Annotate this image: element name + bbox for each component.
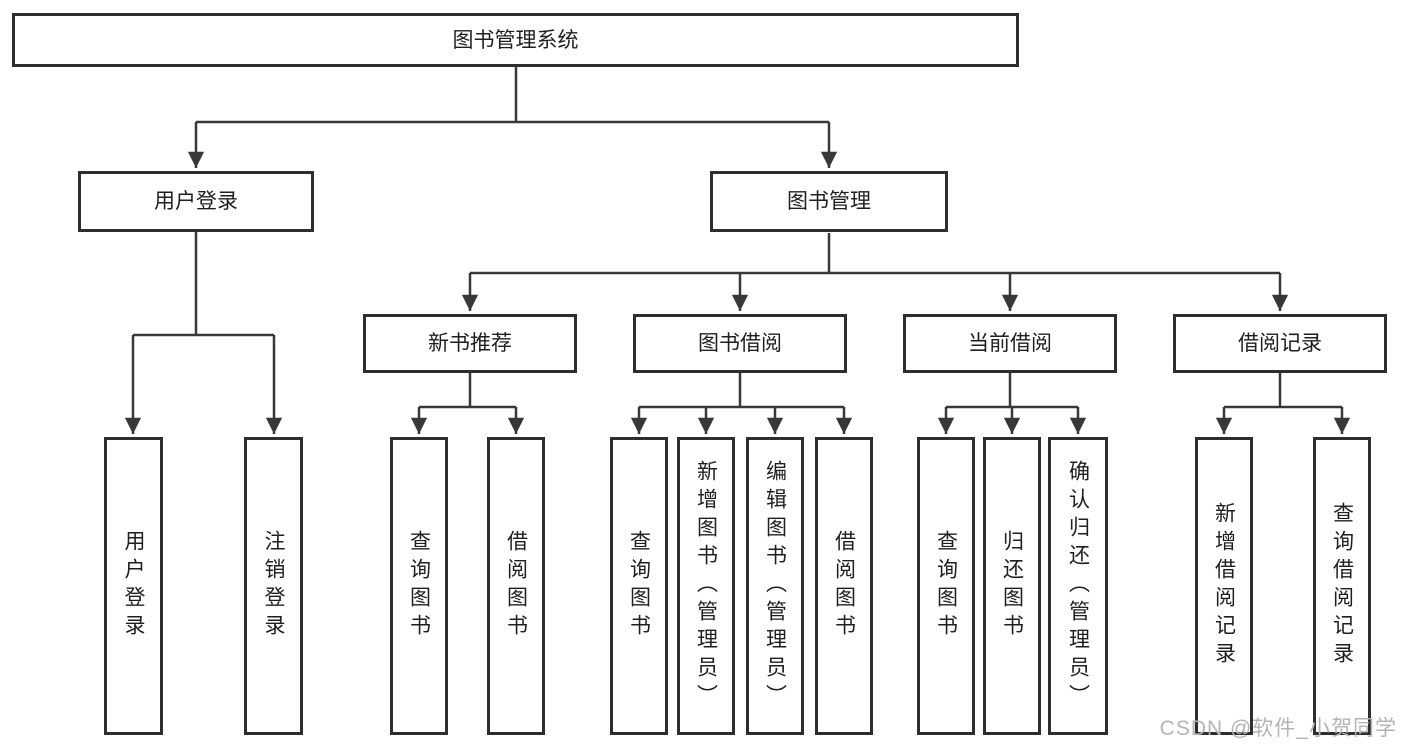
- node-label: 确认归还（管理员）: [1066, 460, 1090, 712]
- node-label: 查询图书: [407, 530, 431, 642]
- node-label: 借阅图书: [832, 530, 856, 642]
- node-label: 用户登录: [154, 190, 238, 213]
- node-library-system: 图书管理系统: [12, 13, 1019, 67]
- node-label: 用户登录: [122, 530, 145, 642]
- node-records-query-record: 查询借阅记录: [1313, 437, 1371, 735]
- node-label: 注销登录: [262, 530, 285, 642]
- node-label: 图书管理: [787, 190, 871, 213]
- node-label: 当前借阅: [968, 332, 1052, 355]
- node-label: 图书管理系统: [452, 28, 579, 52]
- node-new-book-recommend: 新书推荐: [363, 314, 577, 373]
- node-borrowing-edit-books-admin: 编辑图书（管理员）: [746, 437, 804, 735]
- node-records-add-record: 新增借阅记录: [1195, 437, 1253, 735]
- node-leaf-logout: 注销登录: [244, 437, 303, 735]
- node-label: 新书推荐: [428, 332, 512, 355]
- node-label: 查询图书: [627, 530, 651, 642]
- node-leaf-user-login: 用户登录: [104, 437, 163, 735]
- node-label: 新增图书（管理员）: [694, 460, 718, 712]
- node-label: 借阅记录: [1238, 332, 1322, 355]
- node-borrowing-borrow-books: 借阅图书: [815, 437, 873, 735]
- node-borrowing-query-books: 查询图书: [610, 437, 668, 735]
- node-label: 查询借阅记录: [1330, 502, 1354, 670]
- node-label: 编辑图书（管理员）: [763, 460, 787, 712]
- node-borrow-records: 借阅记录: [1173, 314, 1387, 373]
- node-current-query-books: 查询图书: [917, 437, 975, 735]
- node-label: 查询图书: [934, 530, 958, 642]
- node-label: 新增借阅记录: [1212, 502, 1236, 670]
- node-book-management: 图书管理: [710, 171, 948, 232]
- node-current-confirm-return-admin: 确认归还（管理员）: [1048, 437, 1108, 735]
- node-label: 归还图书: [1000, 530, 1024, 642]
- node-current-return-books: 归还图书: [983, 437, 1041, 735]
- node-book-borrowing: 图书借阅: [633, 314, 847, 373]
- node-borrowing-add-books-admin: 新增图书（管理员）: [677, 437, 735, 735]
- node-label: 借阅图书: [504, 530, 528, 642]
- node-label: 图书借阅: [698, 332, 782, 355]
- node-newrec-query-books: 查询图书: [390, 437, 448, 735]
- node-user-login: 用户登录: [78, 171, 314, 232]
- csdn-watermark: CSDN @软件_小贺同学: [1159, 717, 1397, 740]
- node-current-borrowing: 当前借阅: [903, 314, 1117, 373]
- node-newrec-borrow-books: 借阅图书: [487, 437, 545, 735]
